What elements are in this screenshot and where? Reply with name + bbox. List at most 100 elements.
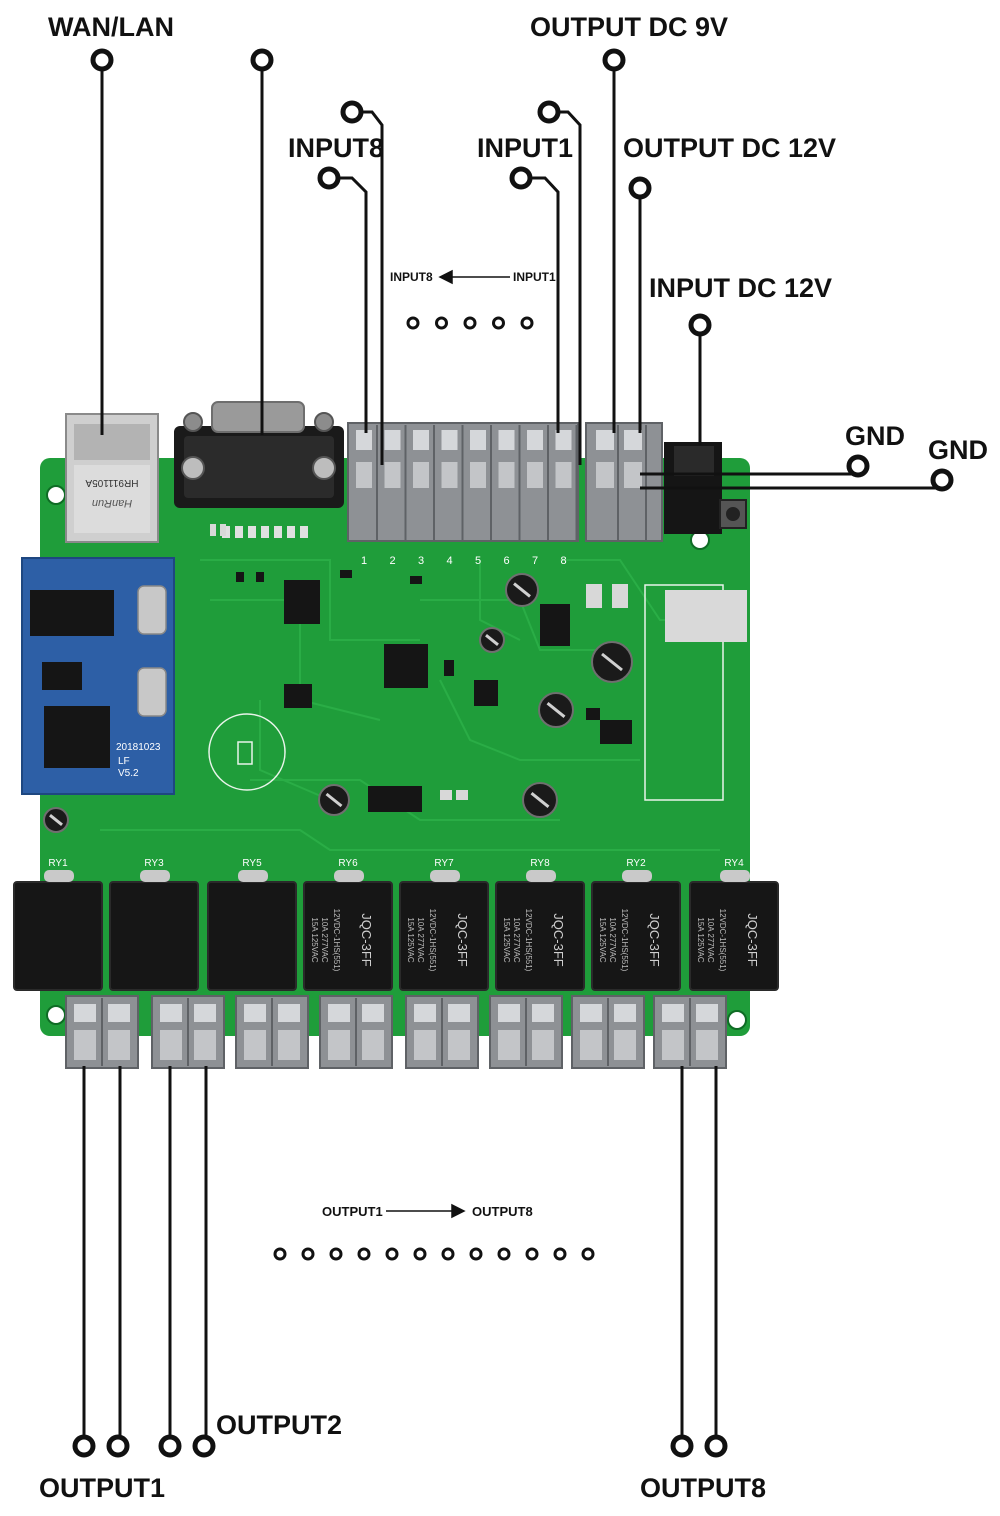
relay-brand-text: JQC-3FF bbox=[745, 913, 760, 967]
network-module: 20181023 LF V5.2 bbox=[21, 557, 175, 795]
relay-spec-text: 10A 277VAC bbox=[320, 917, 329, 962]
input-dc-12v-label: INPUT DC 12V bbox=[649, 273, 833, 303]
input1-marker-b bbox=[509, 166, 533, 190]
output-dot bbox=[385, 1247, 399, 1261]
relay-spec-text: 15A 125VAC bbox=[310, 917, 319, 962]
relay-spec-text: 10A 277VAC bbox=[416, 917, 425, 962]
output-terminal-2 bbox=[151, 995, 225, 1069]
output-dot bbox=[357, 1247, 371, 1261]
input-terminal-number: 2 bbox=[389, 555, 395, 567]
gnd-marker-2 bbox=[930, 468, 954, 492]
module-rev-1-text: LF bbox=[118, 756, 130, 767]
input-dot bbox=[435, 316, 448, 330]
relay-spec-text: 15A 125VAC bbox=[406, 917, 415, 962]
output-dc-9v-label: OUTPUT DC 9V bbox=[530, 12, 729, 42]
relay-id-text: RY8 bbox=[530, 858, 550, 869]
output-dc-12v-label: OUTPUT DC 12V bbox=[623, 133, 837, 163]
output-dot bbox=[525, 1247, 539, 1261]
relay-spec-text: 12VDC-1HS(551) bbox=[524, 909, 533, 972]
input-terminal-8: 8 bbox=[555, 425, 578, 567]
input1-label: INPUT1 bbox=[477, 133, 574, 163]
output1-label: OUTPUT1 bbox=[39, 1473, 166, 1503]
rj45-brand-text: HanRun bbox=[92, 497, 132, 509]
relay-brand-text: JQC-3FF bbox=[359, 913, 374, 967]
output-dot bbox=[553, 1247, 567, 1261]
db9-connector bbox=[174, 401, 344, 538]
input-dot bbox=[520, 316, 534, 330]
relay-ry5: RY5 bbox=[207, 858, 297, 991]
relay-spec-text: 15A 125VAC bbox=[696, 917, 705, 962]
input-dot bbox=[406, 316, 420, 330]
electrolytic-capacitor bbox=[505, 573, 539, 607]
wan-lan-marker bbox=[90, 48, 114, 72]
leader-end-circles bbox=[72, 48, 954, 1458]
relay-id-text: RY4 bbox=[724, 858, 744, 869]
relay-ry3: RY3 bbox=[109, 858, 199, 991]
smd-pads bbox=[210, 524, 628, 800]
mounting-holes bbox=[46, 485, 747, 1030]
input-terminal-7: 7 bbox=[527, 425, 549, 567]
input8-marker-b bbox=[317, 166, 341, 190]
relay-brand-text: JQC-3FF bbox=[455, 913, 470, 967]
electrolytic-capacitor bbox=[522, 782, 558, 818]
output-dot bbox=[413, 1247, 427, 1261]
output-terminal-1 bbox=[65, 995, 139, 1069]
output-terminal-5 bbox=[405, 995, 479, 1069]
relay-id-text: RY2 bbox=[626, 858, 646, 869]
output2-marker-b bbox=[192, 1434, 216, 1458]
capacitors bbox=[43, 573, 633, 833]
relay-spec-text: 12VDC-1HS(551) bbox=[620, 909, 629, 972]
relay-id-text: RY5 bbox=[242, 858, 262, 869]
relay-spec-text: 10A 277VAC bbox=[608, 917, 617, 962]
input-direction-arrow bbox=[438, 269, 510, 285]
gnd-label-2: GND bbox=[928, 435, 988, 465]
input-terminal-number: 7 bbox=[532, 555, 538, 567]
output2-marker-a bbox=[158, 1434, 182, 1458]
power-terminal-block bbox=[585, 422, 663, 542]
input-dot-row bbox=[406, 316, 534, 330]
relay-id-text: RY3 bbox=[144, 858, 164, 869]
leader-lines bbox=[82, 60, 944, 1444]
input-terminal-1: 1 bbox=[356, 425, 378, 567]
input-terminal-number: 4 bbox=[446, 555, 452, 567]
input-dot bbox=[463, 316, 477, 330]
input-dc-12v-marker bbox=[688, 313, 712, 337]
wan-lan-label: WAN/LAN bbox=[48, 12, 174, 42]
electrolytic-capacitor bbox=[591, 641, 633, 683]
output2-label: OUTPUT2 bbox=[216, 1410, 343, 1440]
output-terminal-6 bbox=[489, 995, 563, 1069]
input-terminal-2: 2 bbox=[384, 425, 407, 567]
input-terminal-5: 5 bbox=[470, 425, 492, 567]
output-dot bbox=[497, 1247, 511, 1261]
input-terminal-6: 6 bbox=[498, 425, 521, 567]
output1-marker-b bbox=[106, 1434, 130, 1458]
module-date-text: 20181023 bbox=[116, 742, 161, 753]
output-dot bbox=[469, 1247, 483, 1261]
output-dc-12v-marker bbox=[628, 176, 652, 200]
arrow-output-to-label: OUTPUT8 bbox=[472, 1204, 533, 1219]
output-terminal-row bbox=[65, 995, 727, 1069]
rj45-part-text: HR911105A bbox=[85, 477, 138, 488]
input8-marker-a bbox=[340, 100, 364, 124]
output8-label: OUTPUT8 bbox=[640, 1473, 767, 1503]
rj45-jack: HR911105A HanRun bbox=[65, 413, 159, 543]
arrow-output-from-label: OUTPUT1 bbox=[322, 1204, 383, 1219]
gnd-label-1: GND bbox=[845, 421, 905, 451]
input8-label: INPUT8 bbox=[288, 133, 385, 163]
arrow-input-from-label: INPUT1 bbox=[513, 270, 556, 284]
relay-id-text: RY6 bbox=[338, 858, 358, 869]
input-terminal-number: 5 bbox=[475, 555, 481, 567]
relay-spec-text: 12VDC-1HS(551) bbox=[332, 909, 341, 972]
output-terminal-7 bbox=[571, 995, 645, 1069]
input-terminal-number: 3 bbox=[418, 555, 424, 567]
input-dot bbox=[492, 316, 505, 330]
input1-marker-a bbox=[537, 100, 561, 124]
output8-marker-a bbox=[670, 1434, 694, 1458]
electrolytic-capacitor bbox=[479, 627, 505, 653]
output-terminal-8 bbox=[653, 995, 727, 1069]
